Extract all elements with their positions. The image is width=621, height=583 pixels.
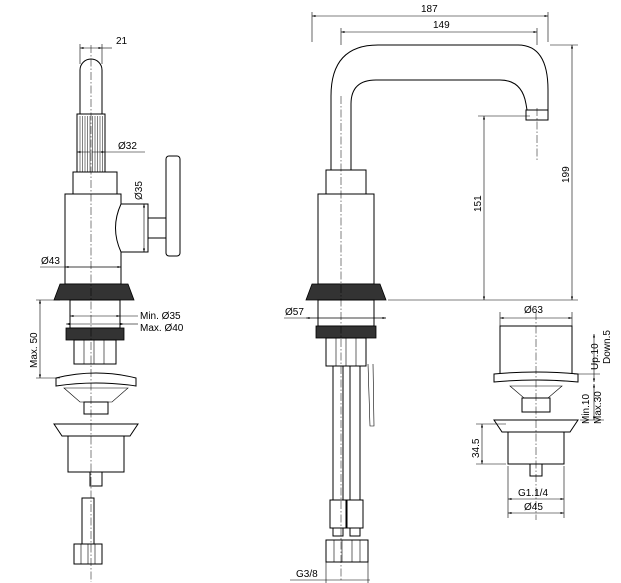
dim-outlet-diameter: Ø45 bbox=[524, 502, 543, 513]
front-collar bbox=[325, 169, 367, 195]
dim-spout-height: 151 bbox=[473, 195, 484, 212]
threaded-stem bbox=[73, 339, 117, 365]
pull-rod bbox=[367, 363, 375, 427]
drain-body bbox=[67, 435, 125, 473]
lock-nut bbox=[65, 327, 125, 341]
hose-nuts bbox=[325, 539, 369, 563]
dim-body-diameter: Ø43 bbox=[41, 256, 60, 267]
dim-drain-height: 34.5 bbox=[471, 438, 482, 458]
dim-gap-max: Max.30 bbox=[593, 391, 604, 424]
flex-hose-left bbox=[81, 497, 95, 549]
spout-inner bbox=[350, 79, 529, 170]
dim-base-diameter: Ø57 bbox=[285, 307, 304, 318]
front-body bbox=[317, 193, 375, 285]
dim-stroke-up: Up.10 bbox=[590, 343, 601, 370]
dim-deck-max: Max. 50 bbox=[29, 332, 40, 368]
dim-handle-width: 21 bbox=[116, 36, 128, 47]
dim-total-height: 199 bbox=[561, 166, 572, 183]
front-view: 187 149 199 151 Ø57 G3/8 bbox=[284, 4, 578, 583]
dim-hole-min: Min. Ø35 bbox=[140, 311, 181, 322]
front-base bbox=[305, 283, 387, 301]
mixer-body bbox=[64, 193, 122, 285]
hose-cold bbox=[349, 365, 361, 537]
dim-hole-max: Max. Ø40 bbox=[140, 323, 184, 334]
drain-detail-view: Ø63 Up.10 Down.5 Min.10 Max.30 34.5 G1.1… bbox=[471, 305, 613, 520]
base-flange bbox=[53, 283, 135, 301]
dim-cap-diameter: Ø35 bbox=[134, 181, 145, 200]
knurl-lines bbox=[79, 116, 103, 172]
dim-drain-cap-diameter: Ø63 bbox=[524, 305, 543, 316]
dim-connection: G3/8 bbox=[296, 569, 318, 580]
dim-stroke-down: Down.5 bbox=[602, 330, 613, 364]
spout-outer bbox=[330, 44, 549, 170]
dim-total-reach: 187 bbox=[421, 4, 438, 15]
dim-spout-reach: 149 bbox=[433, 20, 450, 31]
dim-knurl-diameter: Ø32 bbox=[118, 141, 137, 152]
knob-disc bbox=[165, 155, 181, 257]
collar bbox=[72, 171, 118, 195]
hose-hot bbox=[332, 365, 344, 537]
drain-flange bbox=[53, 423, 139, 437]
dim-gap-min: Min.10 bbox=[581, 394, 592, 424]
side-cap bbox=[115, 203, 149, 253]
knob-stem bbox=[147, 217, 167, 239]
front-lock-nut bbox=[315, 325, 377, 339]
dim-thread: G1.1/4 bbox=[518, 488, 548, 499]
left-side-view: 21 Ø32 Ø35 Ø43 Min. Ø35 Max. Ø40 Max. 50 bbox=[29, 36, 184, 582]
popup-cap bbox=[55, 372, 137, 387]
